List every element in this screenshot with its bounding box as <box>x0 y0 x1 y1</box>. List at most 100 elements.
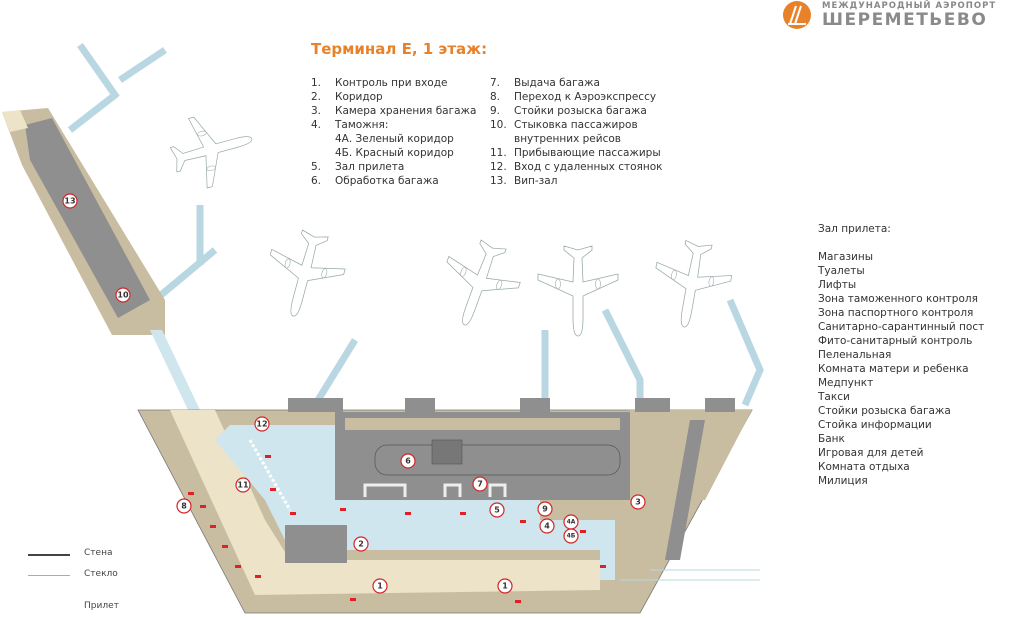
marker-4a: 4А <box>563 514 579 530</box>
legend-item: 6. Обработка багажа <box>311 174 476 188</box>
arrival-hall-item: Лифты <box>818 279 857 291</box>
legend-item: 2. Коридор <box>311 90 476 104</box>
key-glass-label: Стекло <box>84 569 118 579</box>
arrival-hall-item: Стойка информации <box>818 419 932 431</box>
legend-item-number: 7. <box>490 77 501 89</box>
legend-item-number: 13. <box>490 175 507 187</box>
legend-item-label: Стыковка пассажиров <box>514 119 638 131</box>
marker-8: 8 <box>176 498 192 514</box>
legend-item: 4А. Зеленый коридор <box>311 132 476 146</box>
marker-4b: 4Б <box>563 528 579 544</box>
logo-line1: МЕЖДУНАРОДНЫЙ АЭРОПОРТ <box>822 1 997 11</box>
legend-item-label: Контроль при входе <box>335 77 448 89</box>
svg-text:10: 10 <box>117 291 129 300</box>
arrival-hall-item: Банк <box>818 433 845 445</box>
logo-icon <box>783 1 811 29</box>
svg-text:1: 1 <box>377 582 383 591</box>
marker-6: 6 <box>400 453 416 469</box>
svg-text:4: 4 <box>544 522 550 531</box>
arrival-hall-item: Такси <box>818 391 850 403</box>
marker-4: 4 <box>539 518 555 534</box>
svg-text:2: 2 <box>358 540 364 549</box>
legend-item-label: Стойки розыска багажа <box>514 105 647 117</box>
legend-item: 4Б. Красный коридор <box>311 146 476 160</box>
arrival-hall-item: Фито-санитарный контроль <box>818 335 973 347</box>
legend-item-number: 5. <box>311 161 322 173</box>
legend-item-label: 4Б. Красный коридор <box>335 147 454 159</box>
legend-item-label: Переход к Аэроэкспрессу <box>514 91 657 103</box>
legend-item-label: Коридор <box>335 91 383 103</box>
legend-item: 12. Вход с удаленных стоянок <box>490 160 662 174</box>
svg-text:7: 7 <box>477 480 483 489</box>
legend-item-label: Прибывающие пассажиры <box>514 147 661 159</box>
svg-text:5: 5 <box>494 506 500 515</box>
legend-item-number <box>311 132 335 146</box>
svg-text:4Б: 4Б <box>567 533 576 540</box>
key-wall-label: Стена <box>84 548 113 558</box>
legend-item-number: 3. <box>311 105 322 117</box>
legend-item-number <box>311 146 335 160</box>
arrival-hall-item: Магазины <box>818 251 874 263</box>
legend-item-number: 6. <box>311 175 322 187</box>
arrival-hall-item: Зона таможенного контроля <box>818 293 978 305</box>
marker-7: 7 <box>472 476 488 492</box>
legend-list-right: 7. Выдача багажа 8. Переход к Аэроэкспрессу… <box>490 76 662 188</box>
arrival-hall-item: Комната отдыха <box>818 461 910 473</box>
svg-text:8: 8 <box>181 502 187 511</box>
legend-item-label: Выдача багажа <box>514 77 600 89</box>
legend-item: 4. Таможня: <box>311 118 476 132</box>
arrival-hall-item: Пеленальная <box>818 349 892 361</box>
legend-item-label: Обработка багажа <box>335 175 439 187</box>
legend-item-number: 4. <box>311 119 322 131</box>
legend-item: 9.Стойки розыска багажа <box>490 104 662 118</box>
svg-text:13: 13 <box>64 197 75 206</box>
legend-item: 5.Зал прилета <box>311 160 476 174</box>
logo-line2: ШЕРЕМЕТЬЕВО <box>822 10 988 30</box>
legend-item: 11.Прибывающие пассажиры <box>490 146 662 160</box>
legend-item-number: 1. <box>311 77 322 89</box>
legend-item: внутренних рейсов <box>490 132 662 146</box>
svg-text:12: 12 <box>256 420 267 429</box>
marker-1: 1 <box>372 578 388 594</box>
legend-item-label: Вход с удаленных стоянок <box>514 161 663 173</box>
legend-item-number: 10. <box>490 119 507 131</box>
svg-text:9: 9 <box>542 505 548 514</box>
arrival-hall-item: Туалеты <box>818 265 865 277</box>
arrival-hall-heading: Зал прилета: <box>818 223 891 235</box>
arrival-hall-item: Комната матери и ребенка <box>818 363 969 375</box>
marker-1-second: 1 <box>497 578 513 594</box>
svg-text:6: 6 <box>405 457 411 466</box>
legend-item: 13.Вип-зал <box>490 174 662 188</box>
svg-text:1: 1 <box>502 582 508 591</box>
legend-item-label: Камера хранения багажа <box>335 105 477 117</box>
marker-5: 5 <box>489 502 505 518</box>
marker-11: 11 <box>235 477 251 493</box>
marker-3: 3 <box>630 494 646 510</box>
legend-item-number: 2. <box>311 91 322 103</box>
pier <box>2 108 200 410</box>
legend-list-left: 1. Контроль при входе 2. Коридор 3. Камера хр… <box>311 76 476 188</box>
legend-item: 3. Камера хранения багажа <box>311 104 476 118</box>
arrival-hall-item: Медпункт <box>818 377 874 389</box>
arrival-hall-item: Санитарно-сарантинный пост <box>818 321 985 333</box>
arrival-hall-item: Стойки розыска багажа <box>818 405 951 417</box>
legend-item-label: 4А. Зеленый коридор <box>335 133 454 145</box>
legend-item-number: 12. <box>490 161 507 173</box>
legend-item: 7. Выдача багажа <box>490 76 662 90</box>
marker-10: 10 <box>115 287 131 303</box>
legend-item-label: Таможня: <box>335 119 389 131</box>
legend-item-number: 8. <box>490 91 501 103</box>
marker-9: 9 <box>537 501 553 517</box>
svg-text:4А: 4А <box>567 519 576 526</box>
key-arrival-label: Прилет <box>84 601 119 611</box>
arrival-arrows <box>188 455 606 603</box>
marker-2: 2 <box>353 536 369 552</box>
legend-item: 10. Стыковка пассажиров <box>490 118 662 132</box>
page-title: Терминал Е, 1 этаж: <box>311 40 488 58</box>
arrival-hall-item: Игровая для детей <box>818 447 924 459</box>
svg-text:11: 11 <box>237 481 249 490</box>
arrival-hall-item: Зона паспортного контроля <box>818 307 974 319</box>
arrival-hall-item: Милиция <box>818 475 868 487</box>
